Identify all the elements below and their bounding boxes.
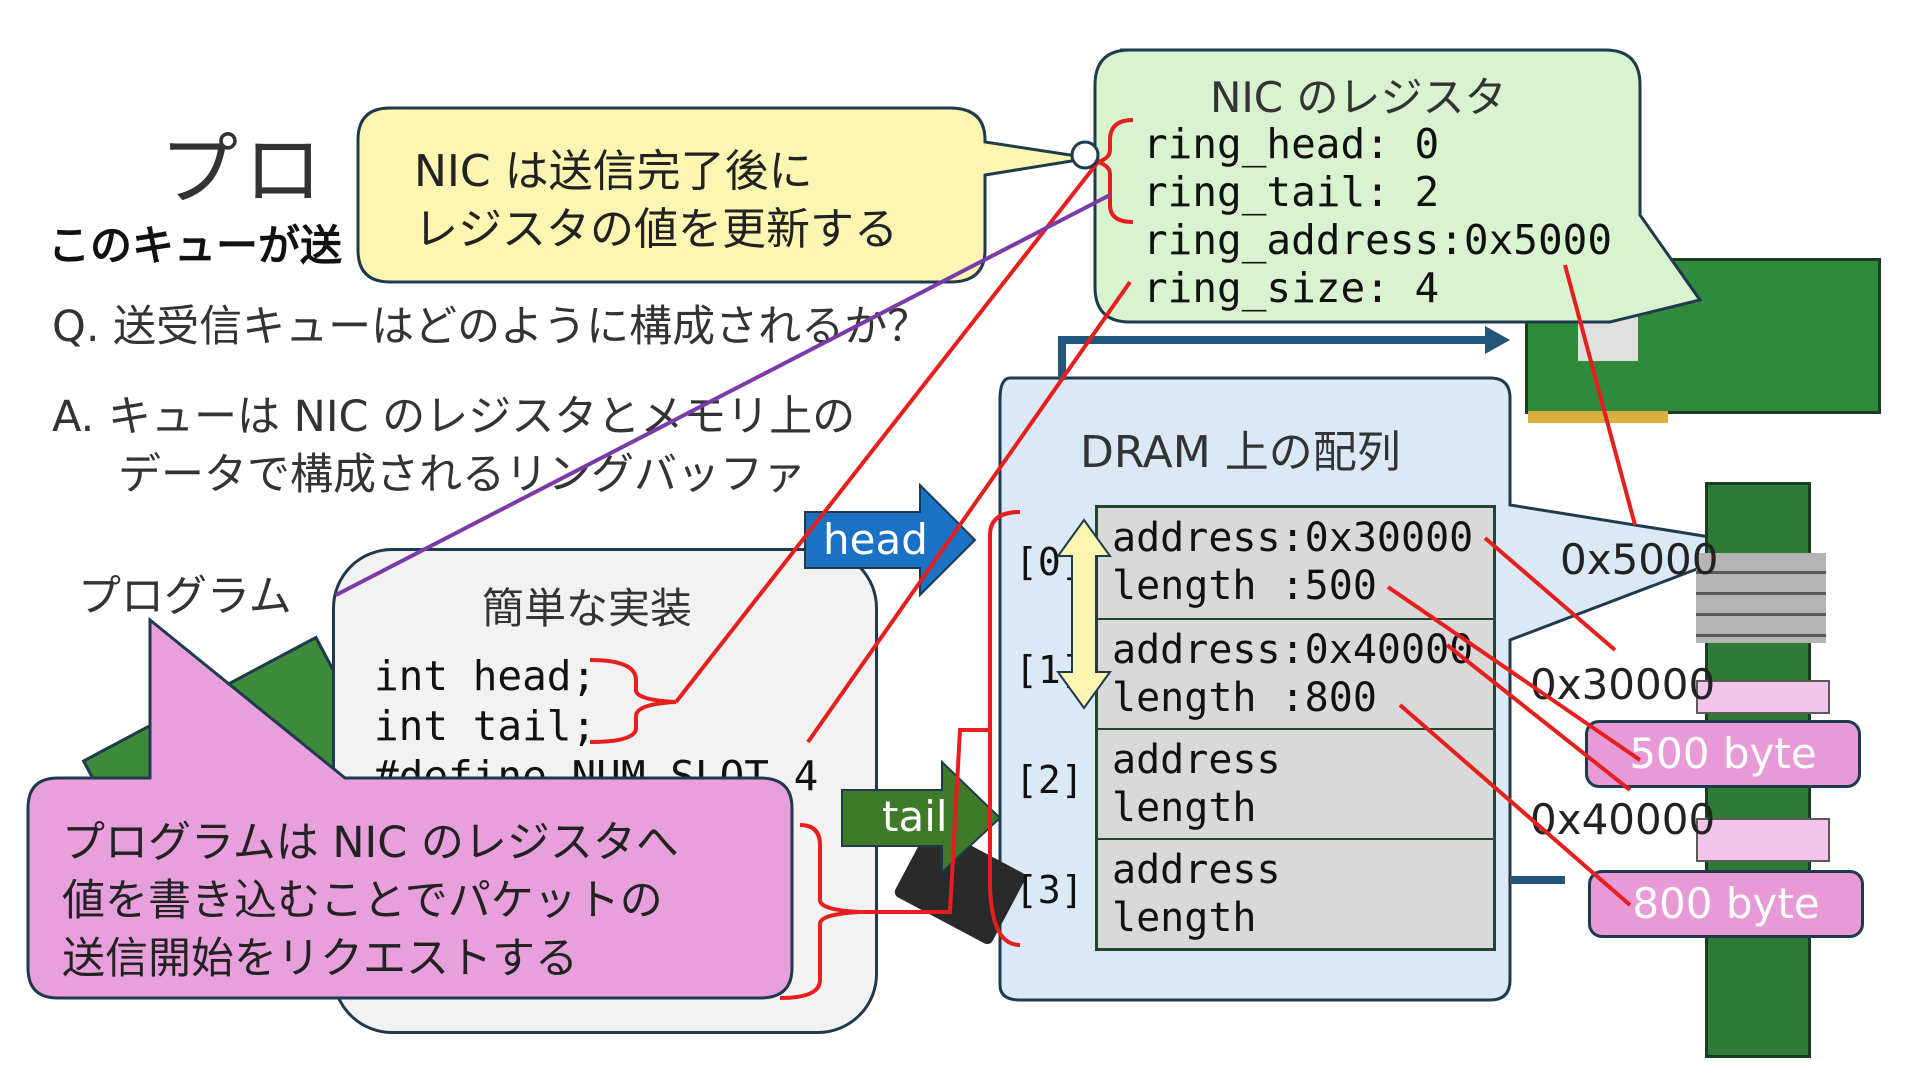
addr-label-buf2: 0x40000 xyxy=(1530,795,1716,844)
slide-title-fragment: プロ xyxy=(160,126,329,216)
slot-2-length: length xyxy=(1112,785,1257,831)
tail-pointer-label: tail xyxy=(882,792,948,841)
array-index-2: [2] xyxy=(1015,758,1084,802)
answer-line-2: データで構成されるリングバッファ xyxy=(118,450,806,500)
slot-0-length: length :500 xyxy=(1112,563,1377,609)
reg-ring-head: ring_head: 0 xyxy=(1143,120,1440,168)
head-pointer-label: head xyxy=(823,515,928,564)
impl-code-line-2: int tail; xyxy=(374,702,597,750)
nic-registers-title: NIC のレジスタ xyxy=(1210,73,1507,122)
array-slot-1: address:0x40000 length :800 xyxy=(1098,618,1493,728)
slide-subtitle-fragment: このキューが送 xyxy=(48,221,343,270)
question-text: Q. 送受信キューはどのように構成されるか？ xyxy=(52,302,931,352)
addr-label-ring: 0x5000 xyxy=(1560,535,1719,584)
slot-1-address: address:0x40000 xyxy=(1112,627,1474,673)
impl-code-line-1: int head; xyxy=(374,652,597,700)
size-label-800: 800 byte xyxy=(1588,870,1864,938)
slot-3-length: length xyxy=(1112,895,1257,941)
slot-3-address: address xyxy=(1112,847,1281,893)
reg-ring-tail: ring_tail: 2 xyxy=(1143,168,1440,216)
callout-nic-update-line-2: レジスタの値を更新する xyxy=(414,204,898,255)
addr-label-buf1: 0x30000 xyxy=(1530,660,1716,709)
array-index-3: [3] xyxy=(1015,868,1084,912)
answer-line-1: A. キューは NIC のレジスタとメモリ上の xyxy=(52,392,856,442)
reg-ring-address: ring_address:0x5000 xyxy=(1143,216,1612,264)
slot-1-length: length :800 xyxy=(1112,675,1377,721)
array-slot-3: address length xyxy=(1098,838,1493,948)
callout-nic-update-line-1: NIC は送信完了後に xyxy=(414,146,813,197)
dram-array-title: DRAM 上の配列 xyxy=(1080,427,1401,478)
callout-program-line-3: 送信開始をリクエストする xyxy=(62,934,578,984)
reg-ring-size: ring_size: 4 xyxy=(1143,264,1440,312)
program-label: プログラム xyxy=(78,572,292,622)
slot-2-address: address xyxy=(1112,737,1281,783)
callout-program-line-1: プログラムは NIC のレジスタへ xyxy=(62,818,679,868)
impl-title: 簡単な実装 xyxy=(482,584,693,633)
callout-program-line-2: 値を書き込むことでパケットの xyxy=(62,876,663,926)
array-slot-0: address:0x30000 length :500 xyxy=(1098,508,1493,618)
slot-0-address: address:0x30000 xyxy=(1112,515,1474,561)
array-slot-2: address length xyxy=(1098,728,1493,838)
